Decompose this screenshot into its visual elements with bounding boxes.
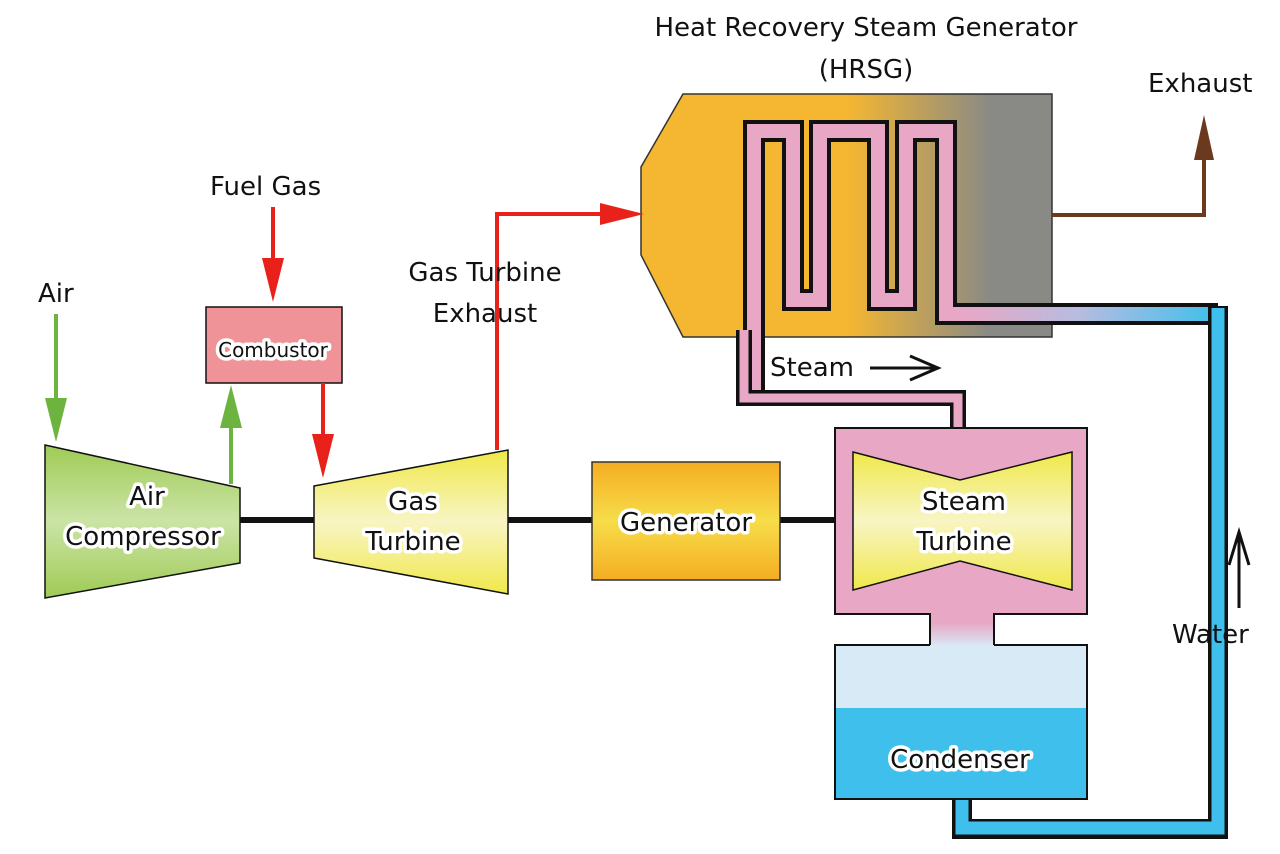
gas-turbine: Gas Turbine xyxy=(313,449,509,595)
fuel-gas-label: Fuel Gas xyxy=(210,172,321,202)
hot-gas-flow xyxy=(312,383,334,478)
air-inlet-flow: Air xyxy=(38,279,74,442)
water-label: Water xyxy=(1172,620,1249,650)
gt-exhaust-label-line2: Exhaust xyxy=(433,299,537,329)
condenser-vapor-space xyxy=(835,645,1087,708)
condenser-label: Condenser xyxy=(890,745,1030,775)
hrsg-title: Heat Recovery Steam Generator xyxy=(654,13,1077,43)
generator-body xyxy=(591,461,781,581)
water-pipe-fill xyxy=(955,308,1225,835)
gt-exhaust-flow: Gas Turbine Exhaust xyxy=(408,203,644,450)
steam-turbine: Steam Turbine xyxy=(834,427,1088,615)
air-label: Air xyxy=(38,279,74,309)
steam-turbine-label-line2: Turbine xyxy=(915,527,1011,557)
compressed-air-flow xyxy=(220,385,242,484)
fuel-gas-arrowhead xyxy=(262,258,284,302)
water-arrowhead xyxy=(1227,526,1251,566)
exhaust-flow: Exhaust xyxy=(1052,69,1252,217)
condenser-water xyxy=(835,708,1087,799)
exhaust-arrowhead xyxy=(1194,115,1214,160)
air-compressor-body xyxy=(44,444,241,599)
gt-exhaust-arrowhead xyxy=(600,203,644,225)
hot-gas-arrowhead xyxy=(312,434,334,478)
steam-pipe-outline xyxy=(736,330,966,440)
compressed-air-arrowhead xyxy=(220,385,242,428)
hrsg: Heat Recovery Steam Generator (HRSG) xyxy=(640,13,1218,400)
gas-turbine-label-line2: Turbine xyxy=(364,527,460,557)
gas-turbine-body xyxy=(313,449,509,595)
water-pipe: Water xyxy=(952,306,1251,839)
gas-turbine-label-line1: Gas xyxy=(388,487,438,517)
condenser-neck xyxy=(930,613,994,646)
gt-exhaust-label-line1: Gas Turbine xyxy=(408,258,561,288)
exhaust-line xyxy=(1052,150,1206,217)
steam-pipe-fill xyxy=(739,330,963,442)
combustor-label: Combustor xyxy=(218,338,329,362)
combustor: Combustor xyxy=(205,306,343,384)
exhaust-label: Exhaust xyxy=(1148,69,1252,99)
steam-turbine-label-line1: Steam xyxy=(922,487,1006,517)
steam-label: Steam xyxy=(770,353,854,383)
combustor-body xyxy=(205,306,343,384)
air-compressor-label-line1: Air xyxy=(129,482,165,512)
condenser-outline xyxy=(834,644,1088,800)
air-inlet-arrowhead xyxy=(45,398,67,442)
steam-arrowhead xyxy=(909,354,942,382)
generator: Generator xyxy=(591,461,781,581)
air-compressor: Air Compressor xyxy=(44,444,241,599)
gt-exhaust-line xyxy=(495,212,605,450)
air-compressor-label-line2: Compressor xyxy=(65,522,221,552)
generator-label: Generator xyxy=(620,508,752,538)
steam-turbine-rotor xyxy=(852,451,1073,591)
hrsg-abbrev: (HRSG) xyxy=(819,55,914,85)
steam-pipe: Steam xyxy=(736,330,966,442)
fuel-gas-flow: Fuel Gas xyxy=(210,172,321,302)
hrsg-coil xyxy=(747,124,1218,400)
condenser: Condenser xyxy=(834,613,1088,800)
